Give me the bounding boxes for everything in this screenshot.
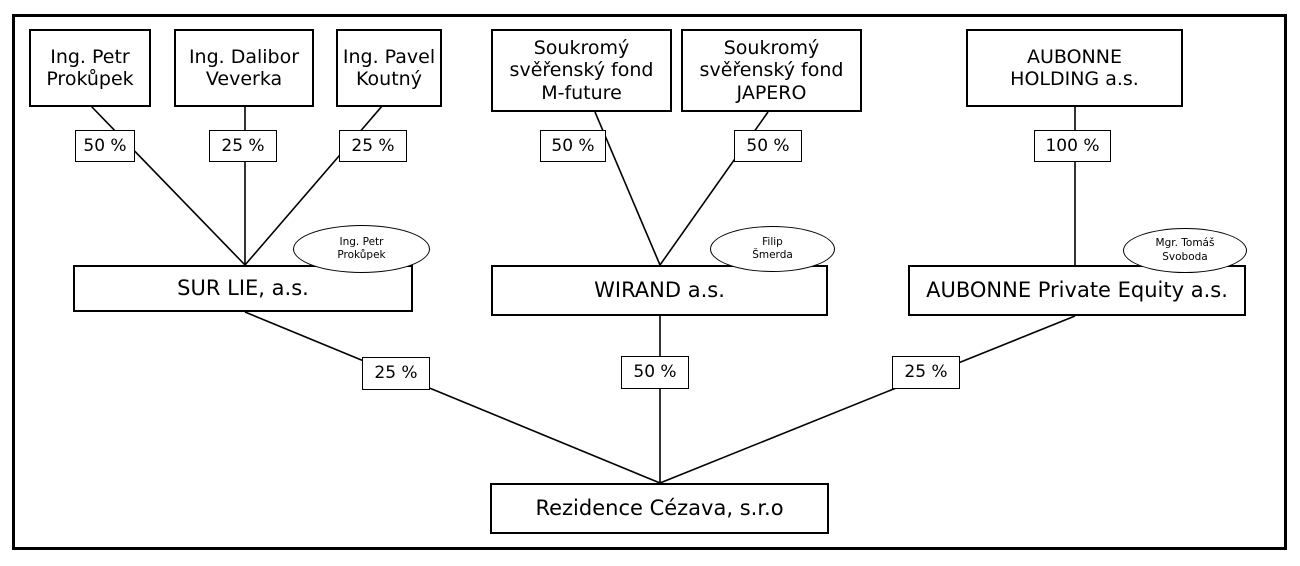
owner-petr-prokupek: Ing. Petr Prokůpek xyxy=(29,29,151,107)
share-surlie-rezidence: 25 % xyxy=(362,357,430,390)
company-aubonne-private-equity: AUBONNE Private Equity a.s. xyxy=(908,265,1246,316)
owner-fund-m-future: Soukromý svěřenský fond M-future xyxy=(491,29,672,112)
diagram-frame xyxy=(12,14,1287,550)
company-rezidence-cezava: Rezidence Cézava, s.r.o xyxy=(490,483,829,534)
share-pavel-surlie: 25 % xyxy=(339,130,407,162)
share-aubonne-pe-rezidence: 25 % xyxy=(892,356,960,389)
owner-aubonne-holding: AUBONNE HOLDING a.s. xyxy=(966,29,1183,107)
connector-surlie-rezidence xyxy=(244,311,661,484)
representative-surlie: Ing. Petr Prokůpek xyxy=(293,225,430,273)
owner-dalibor-veverka: Ing. Dalibor Veverka xyxy=(174,29,314,107)
share-petr-surlie: 50 % xyxy=(75,130,135,162)
company-wirand: WIRAND a.s. xyxy=(491,265,828,316)
representative-wirand: Filip Šmerda xyxy=(710,226,835,272)
share-wirand-rezidence: 50 % xyxy=(621,356,689,389)
owner-pavel-koutny: Ing. Pavel Koutný xyxy=(336,29,442,107)
share-japero-wirand: 50 % xyxy=(734,130,802,162)
share-holding-aubonne-pe: 100 % xyxy=(1034,130,1111,162)
share-dalibor-surlie: 25 % xyxy=(209,130,277,162)
owner-fund-japero: Soukromý svěřenský fond JAPERO xyxy=(681,29,862,112)
representative-aubonne-pe: Mgr. Tomáš Svoboda xyxy=(1123,228,1247,273)
connector-petr-surlie xyxy=(89,104,246,266)
share-mfuture-wirand: 50 % xyxy=(540,130,606,162)
connector-aubonne-pe-rezidence xyxy=(659,315,1076,484)
